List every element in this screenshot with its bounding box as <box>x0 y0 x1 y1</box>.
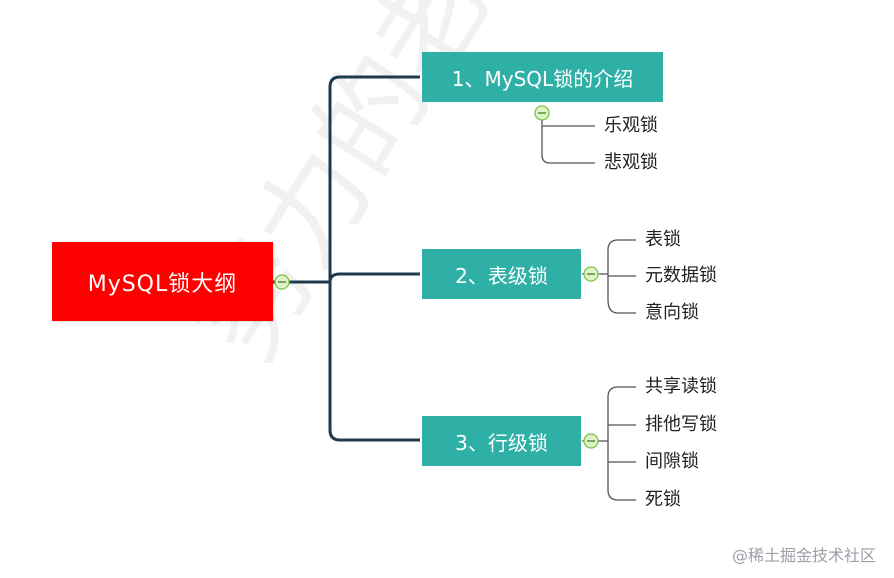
branch-node-row-lock[interactable]: 3、行级锁 <box>422 416 581 466</box>
leaf-exclusive-write-lock[interactable]: 排他写锁 <box>645 414 717 435</box>
branch1-leaf-connector <box>541 112 595 164</box>
root-collapse-toggle[interactable] <box>274 274 290 290</box>
branch-node-table-lock[interactable]: 2、表级锁 <box>422 249 581 299</box>
leaf-intention-lock[interactable]: 意向锁 <box>645 302 699 323</box>
source-watermark: @稀土掘金技术社区 <box>731 546 876 565</box>
leaf-pessimistic-lock[interactable]: 悲观锁 <box>604 152 658 173</box>
root-node[interactable]: MySQL锁大纲 <box>52 242 273 321</box>
leaf-deadlock[interactable]: 死锁 <box>645 489 681 510</box>
leaf-shared-read-lock[interactable]: 共享读锁 <box>645 376 717 397</box>
trunk-connector <box>328 75 420 442</box>
leaf-gap-lock[interactable]: 间隙锁 <box>645 451 699 472</box>
branch2-collapse-toggle[interactable] <box>583 266 599 282</box>
branch-node-mysql-lock-intro[interactable]: 1、MySQL锁的介绍 <box>422 52 663 102</box>
leaf-table-lock[interactable]: 表锁 <box>645 229 681 250</box>
branch2-connector <box>328 272 420 283</box>
branch1-collapse-toggle[interactable] <box>534 105 550 121</box>
leaf-optimistic-lock[interactable]: 乐观锁 <box>604 115 658 136</box>
leaf-metadata-lock[interactable]: 元数据锁 <box>645 265 717 286</box>
branch3-collapse-toggle[interactable] <box>583 433 599 449</box>
